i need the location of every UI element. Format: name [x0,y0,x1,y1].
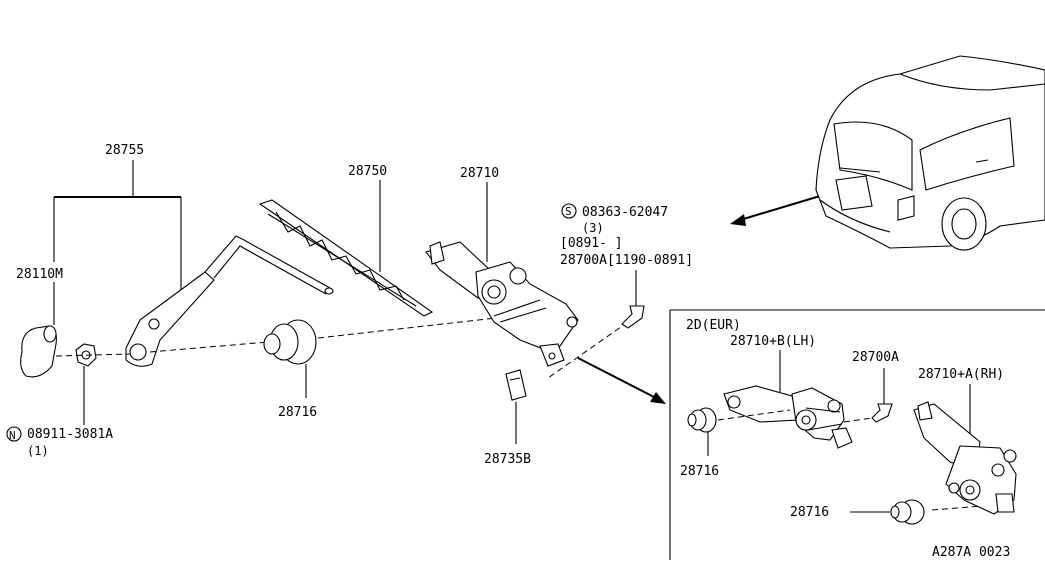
label-screw-qty: (3) [582,221,604,235]
assembly-line-1 [55,353,131,357]
label-alt-screw: 28700A[1190-0891] [560,253,693,268]
label-inset-motor-lh: 28710+B(LH) [730,334,816,349]
bracket-clip [505,369,527,444]
nut-symbol: N [9,429,16,442]
inset-assembly-line-3 [931,505,983,511]
label-screw: 08363-62047 [582,205,668,220]
label-nut-qty: (1) [27,444,49,458]
screw [621,270,645,329]
inset-assembly-line-2 [843,417,873,423]
assembly-line-2 [149,341,269,353]
wiper-arm [125,235,334,367]
screw-symbol: S [565,205,572,218]
label-inset-screw: 28700A [852,350,899,365]
screw-symbol-circle [561,203,577,219]
wiper-motor [425,182,579,367]
wiper-cap [20,325,57,378]
wiper-blade [258,199,434,317]
label-date-range: [0891- ] [560,236,623,251]
inset-grommet-1 [687,407,717,456]
inset-assembly-line-1 [717,409,791,421]
inset-motor-rh [913,384,1017,515]
label-arm-assembly: 28755 [105,143,144,158]
vehicle-rear-view [815,55,1045,251]
grommet [263,319,317,398]
figure-code: A287A 0023 [932,545,1010,560]
label-inset-grommet-1: 28716 [680,464,719,479]
label-inset-motor-rh: 28710+A(RH) [918,367,1004,382]
inset-grommet-2 [850,499,925,525]
label-inset-grommet-2: 28716 [790,505,829,520]
nut [75,343,97,425]
assembly-line-4 [547,321,629,379]
label-nut: 08911-3081A [27,427,113,442]
inset-screw [871,403,893,423]
arm-assembly-bracket [53,160,182,325]
inset-motor-lh [723,350,853,449]
label-blade: 28750 [348,164,387,179]
nut-symbol-circle [6,426,22,442]
inset-panel [669,309,1045,560]
assembly-line-3 [317,317,497,339]
inset-title: 2D(EUR) [686,318,741,333]
label-grommet: 28716 [278,405,317,420]
arrow-to-inset [577,357,666,404]
label-motor: 28710 [460,166,499,181]
label-cap: 28110M [16,267,63,282]
label-bracket: 28735B [484,452,531,467]
